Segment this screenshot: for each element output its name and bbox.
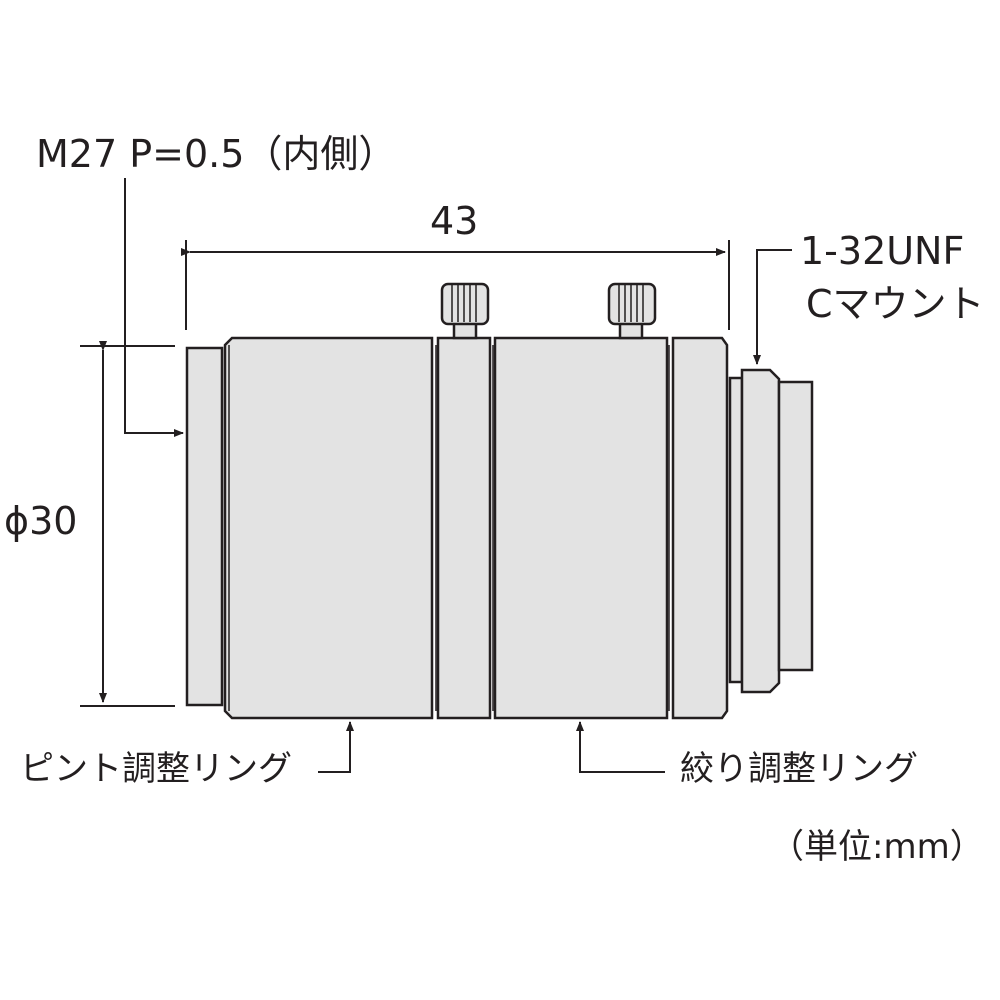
c-mount-thread [740, 368, 781, 694]
filter-ring [185, 346, 224, 707]
unit-label: （単位:mm） [770, 827, 984, 867]
knob-ring [436, 336, 492, 720]
iris-ring-label: 絞り調整リング [680, 749, 918, 789]
focus-ring-leader [318, 721, 354, 773]
length-label: 43 [430, 199, 479, 243]
focus-lock-knob [440, 282, 490, 326]
iris-ring-body [493, 336, 669, 720]
focus-ring-label: ピント調整リング [20, 749, 292, 789]
mount-thread-label: 1-32UNF [800, 229, 965, 273]
iris-ring-leader [576, 721, 665, 773]
mount-leader [753, 249, 792, 365]
iris-lock-knob [607, 282, 657, 326]
mount-type-label: Cマウント [806, 282, 985, 326]
mount-flange [728, 376, 744, 684]
filter-thread-leader [124, 178, 184, 437]
filter-thread-label: M27 P=0.5（内側） [36, 132, 397, 176]
rear-ring [671, 336, 729, 720]
diameter-label: ϕ30 [4, 499, 78, 543]
focus-ring-body [223, 336, 434, 720]
rear-barrel [777, 380, 814, 672]
